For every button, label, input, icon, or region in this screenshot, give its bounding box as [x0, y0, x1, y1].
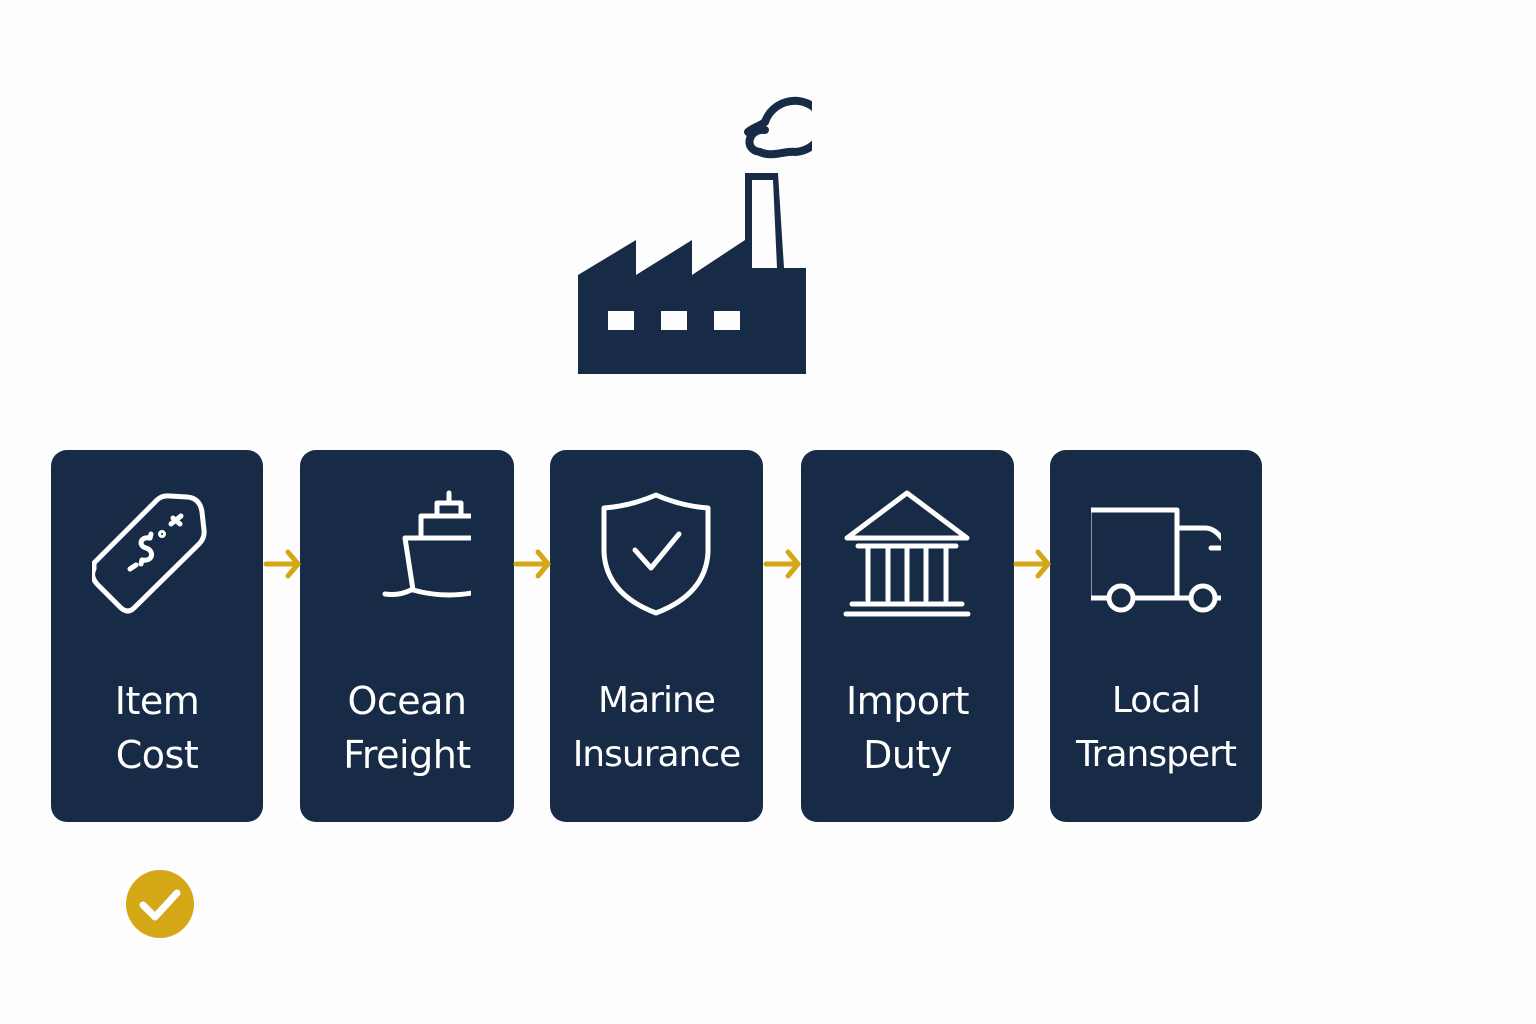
step-label-line1: Marine [598, 680, 716, 721]
shield-check-icon [601, 492, 711, 616]
truck-icon [1091, 507, 1221, 613]
step-label-line2: Freight [343, 733, 471, 777]
step-label: Import Duty [801, 674, 1014, 782]
step-label: Local Transpert [1050, 674, 1262, 782]
step-label: Ocean Freight [300, 674, 514, 782]
bank-building-icon [843, 490, 971, 617]
checkmark-icon [126, 870, 194, 938]
step-label-line2: Insurance [572, 734, 742, 775]
step-label-line1: Local [1111, 680, 1201, 721]
step-label: Marine Insurance [550, 674, 763, 782]
arrow-right-icon [263, 549, 301, 579]
step-label-line2: Duty [863, 733, 952, 777]
arrow-right-icon [513, 549, 551, 579]
step-card-ocean-freight: Ocean Freight [300, 450, 514, 822]
ship-icon [382, 490, 471, 598]
step-card-item-cost: Item Cost [51, 450, 263, 822]
arrow-right-icon [763, 549, 801, 579]
step-label-line1: Ocean [347, 679, 467, 723]
step-card-marine-insurance: Marine Insurance [550, 450, 763, 822]
arrow-right-icon [1013, 549, 1051, 579]
price-tag-icon [92, 493, 207, 614]
step-label-line2: Transpert [1075, 734, 1237, 775]
step-card-local-transport: Local Transpert [1050, 450, 1262, 822]
factory-icon [578, 96, 812, 374]
step-label: Item Cost [51, 674, 263, 782]
step-label-line2: Cost [115, 733, 199, 777]
step-label-line1: Item [114, 679, 200, 723]
step-label-line1: Import [845, 679, 970, 723]
step-card-import-duty: Import Duty [801, 450, 1014, 822]
